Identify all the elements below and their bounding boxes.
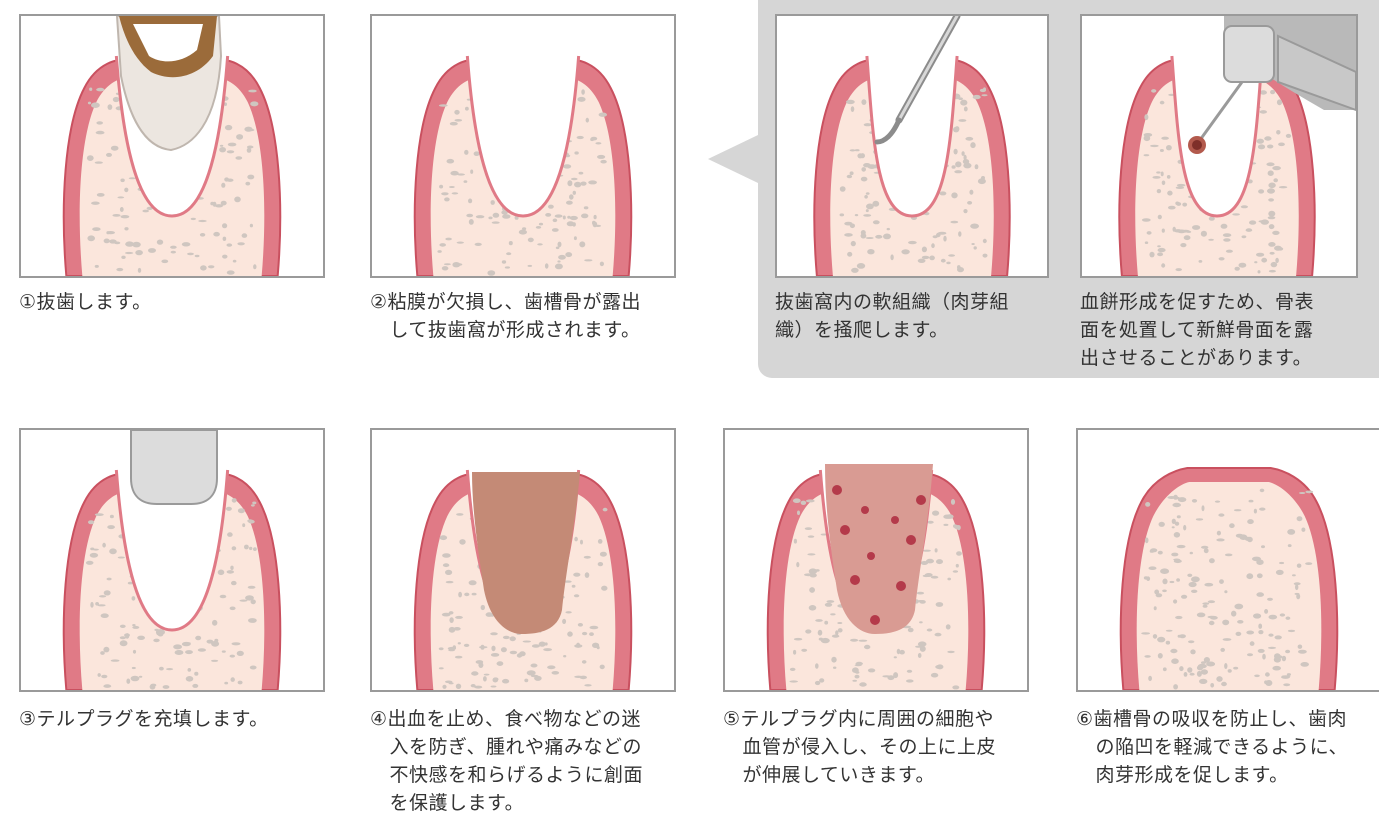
alveolus-base-narrow [814, 56, 1009, 276]
caption-extraction: ①抜歯します。 [19, 288, 152, 316]
panel-extraction [19, 14, 325, 278]
applicator [131, 430, 217, 504]
granulation-illustration [1078, 430, 1379, 690]
panel-hemostasis [370, 428, 676, 692]
caption-granulation: ⑥歯槽骨の吸収を防止し、歯肉 の陥凹を軽減できるように、 肉芽形成を促します。 [1076, 705, 1348, 789]
panel-bone-refresh [1080, 14, 1358, 278]
panel-cell-infiltration [723, 428, 1029, 692]
caption-fill: ③テルプラグを充填します。 [19, 705, 269, 733]
infiltration-illustration [725, 430, 1027, 690]
fill-illustration [21, 430, 323, 690]
curettage-illustration [777, 16, 1047, 276]
alveolus-base-narrow [1119, 56, 1314, 276]
extraction-illustration [21, 16, 323, 276]
caption-socket: ②粘膜が欠損し、歯槽骨が露出 して抜歯窩が形成されます。 [370, 288, 641, 344]
panel-fill-terplug [19, 428, 325, 692]
panel-curettage [775, 14, 1049, 278]
hemostasis-illustration [372, 430, 674, 690]
caption-infiltration: ⑤テルプラグ内に周囲の細胞や 血管が侵入し、その上に上皮 が伸展していきます。 [723, 705, 996, 789]
panel-granulation [1076, 428, 1379, 692]
caption-hemostasis: ④出血を止め、食べ物などの迷 入を防ぎ、腫れや痛みなどの 不快感を和らげるように… [370, 705, 643, 817]
alveolus-healed [1121, 468, 1337, 690]
callout-pointer [708, 135, 758, 183]
panel-socket [370, 14, 676, 278]
bone-refresh-illustration [1082, 16, 1356, 276]
caption-bone-refresh: 血餅形成を促すため、骨表 面を処置して新鮮骨面を露 出させることがあります。 [1080, 288, 1314, 372]
alveolus-base [415, 56, 631, 276]
socket-illustration [372, 16, 674, 276]
caption-curettage: 抜歯窩内の軟組織（肉芽組 織）を掻爬します。 [775, 288, 1009, 344]
